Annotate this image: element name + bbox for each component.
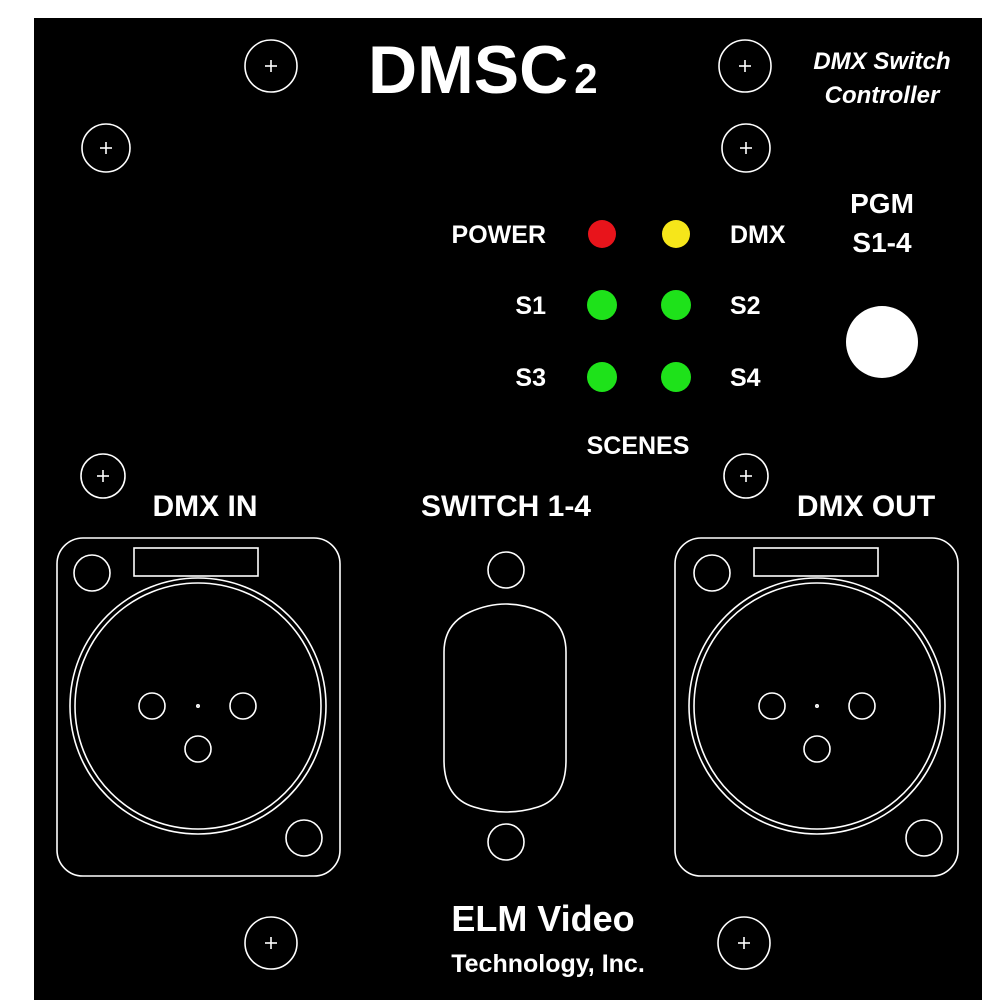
screw-top-left-icon (244, 39, 298, 93)
screw-upper-left-icon (81, 123, 131, 173)
s1-led-icon (587, 290, 617, 320)
s4-led-label: S4 (730, 364, 761, 392)
subtitle-line-2: Controller (825, 82, 941, 109)
screw-middle-right-icon (723, 453, 769, 499)
brand-line-1: ELM Video (451, 898, 634, 939)
pgm-label-line-1: PGM (850, 188, 914, 219)
dmx-out-label: DMX OUT (797, 490, 935, 523)
screw-upper-right-icon (721, 123, 771, 173)
dmx-in-xlr-icon (56, 537, 341, 877)
pgm-label-line-2: S1-4 (852, 227, 912, 258)
screw-bottom-right-icon (717, 916, 771, 970)
dmx-led-icon (662, 220, 690, 248)
screw-middle-left-icon (80, 453, 126, 499)
power-led-label: POWER (452, 221, 546, 249)
subtitle-line-1: DMX Switch (813, 48, 950, 75)
switch-label: SWITCH 1-4 (421, 490, 591, 523)
dmx-in-label: DMX IN (153, 490, 258, 523)
s2-led-icon (661, 290, 691, 320)
s4-led-icon (661, 362, 691, 392)
s1-led-label: S1 (515, 292, 546, 320)
scenes-label: SCENES (587, 432, 690, 460)
screw-bottom-left-icon (244, 916, 298, 970)
screw-top-right-icon (718, 39, 772, 93)
dmx-out-xlr-icon (674, 537, 959, 877)
s3-led-icon (587, 362, 617, 392)
dmx-led-label: DMX (730, 221, 786, 249)
power-led-icon (588, 220, 616, 248)
pgm-s1-4-button[interactable] (846, 306, 918, 378)
switch-db9-icon (443, 551, 567, 861)
panel-background (34, 18, 982, 1000)
s2-led-label: S2 (730, 292, 761, 320)
s3-led-label: S3 (515, 364, 546, 392)
brand-line-2: Technology, Inc. (451, 950, 645, 978)
